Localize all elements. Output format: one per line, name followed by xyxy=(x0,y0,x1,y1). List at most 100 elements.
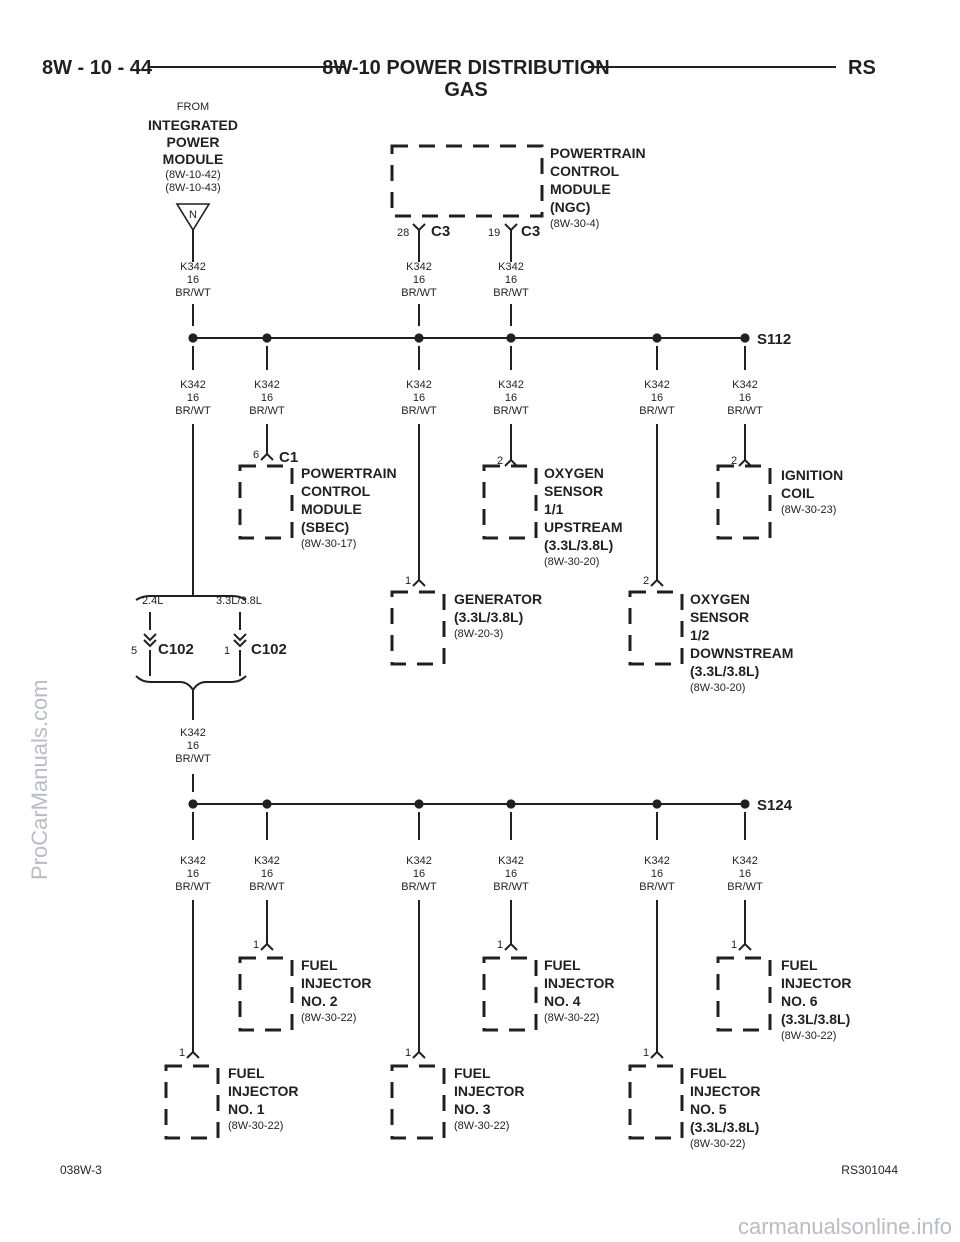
component-fuel-injector-5-label: INJECTOR xyxy=(690,1083,761,1099)
component-o2-upstream-label: 1/1 xyxy=(544,501,564,517)
wire-circuit-label: K342 xyxy=(732,379,758,391)
pin-number: 1 xyxy=(253,939,259,951)
component-o2-upstream-ref: (8W-30-20) xyxy=(544,556,599,568)
terminal-icon xyxy=(504,223,518,232)
splice-dot xyxy=(414,799,424,809)
pin-number: 6 xyxy=(253,449,259,461)
pcm-ngc-label: POWERTRAIN xyxy=(550,145,646,161)
wire-circuit-label: K342 xyxy=(406,261,432,273)
wire-circuit-label: K342 xyxy=(254,855,280,867)
connector-c102-label: C102 xyxy=(158,641,194,658)
splice-dot xyxy=(188,799,198,809)
wire-gauge-label: 16 xyxy=(187,392,199,404)
splice-dot xyxy=(740,333,750,343)
component-fuel-injector-4-label: FUEL xyxy=(544,957,581,973)
pin-number: 1 xyxy=(224,645,230,657)
splice-s124: S124 xyxy=(193,797,793,814)
pin-number: 28 xyxy=(397,227,409,239)
component-o2-downstream-label: DOWNSTREAM xyxy=(690,645,793,661)
component-fuel-injector-3-label: FUEL xyxy=(454,1065,491,1081)
terminal-icon xyxy=(738,458,752,467)
pin-number: 2 xyxy=(497,455,503,467)
component-fuel-injector-5-ref: (8W-30-22) xyxy=(690,1138,745,1150)
components-layer: POWERTRAINCONTROLMODULE(SBEC)(8W-30-17)O… xyxy=(164,464,852,1150)
component-fuel-injector-2-box xyxy=(238,956,294,1032)
wire-circuit-label: K342 xyxy=(644,379,670,391)
component-fuel-injector-2-label: NO. 2 xyxy=(301,993,338,1009)
component-pcm-sbec-ref: (8W-30-17) xyxy=(301,538,356,550)
wire-color-label: BR/WT xyxy=(249,881,285,893)
splice-dot xyxy=(506,333,516,343)
splice-dot xyxy=(414,333,424,343)
wire-color-label: BR/WT xyxy=(401,881,437,893)
wire-labels-layer: K34216BR/WTK34216BR/WTK34216BR/WTK34216B… xyxy=(175,261,763,1059)
page-header: 8W - 10 - 44 8W-10 POWER DISTRIBUTION RS… xyxy=(42,57,876,101)
wire-circuit-label: K342 xyxy=(180,855,206,867)
component-fuel-injector-6-ref: (8W-30-22) xyxy=(781,1030,836,1042)
pin-number: 19 xyxy=(488,227,500,239)
wire-color-label: BR/WT xyxy=(639,405,675,417)
component-generator-label: (3.3L/3.8L) xyxy=(454,609,523,625)
splice-s112: S112 xyxy=(193,331,791,348)
component-fuel-injector-4-label: INJECTOR xyxy=(544,975,615,991)
wire-color-label: BR/WT xyxy=(639,881,675,893)
component-ignition-coil-label: COIL xyxy=(781,485,815,501)
source-ref: (8W-10-42) xyxy=(165,169,220,181)
component-fuel-injector-6-label: NO. 6 xyxy=(781,993,818,1009)
option-bracket-top xyxy=(135,595,247,601)
component-fuel-injector-6-label: (3.3L/3.8L) xyxy=(781,1011,850,1027)
component-o2-downstream-label: OXYGEN xyxy=(690,591,750,607)
component-fuel-injector-2-label: FUEL xyxy=(301,957,338,973)
wire-gauge-label: 16 xyxy=(187,868,199,880)
terminal-icon xyxy=(412,223,426,232)
wire-gauge-label: 16 xyxy=(413,868,425,880)
component-pcm-sbec-box xyxy=(238,464,294,540)
component-fuel-injector-4-label: NO. 4 xyxy=(544,993,581,1009)
wire-gauge-label: 16 xyxy=(505,392,517,404)
pin-number: 1 xyxy=(643,1047,649,1059)
component-fuel-injector-6-label: INJECTOR xyxy=(781,975,852,991)
page-subtitle: GAS xyxy=(444,79,487,101)
pin-number: 2 xyxy=(731,455,737,467)
component-fuel-injector-5-box xyxy=(628,1064,684,1140)
wire-circuit-label: K342 xyxy=(180,379,206,391)
component-o2-upstream-label: SENSOR xyxy=(544,483,603,499)
component-fuel-injector-4-ref: (8W-30-22) xyxy=(544,1012,599,1024)
wire-gauge-label: 16 xyxy=(505,274,517,286)
component-generator-box xyxy=(390,590,446,666)
component-fuel-injector-2-ref: (8W-30-22) xyxy=(301,1012,356,1024)
component-fuel-injector-2: FUEL INJECTOR NO. 2 (8W-30-22) xyxy=(238,956,372,1032)
wire-circuit-label: K342 xyxy=(732,855,758,867)
component-o2-upstream-label: (3.3L/3.8L) xyxy=(544,537,613,553)
wire-circuit-label: K342 xyxy=(498,379,524,391)
wire-gauge-label: 16 xyxy=(413,392,425,404)
wire-circuit-label: K342 xyxy=(406,855,432,867)
side-watermark: ProCarManuals.com xyxy=(27,679,52,880)
component-pcm-ngc: POWERTRAIN CONTROL MODULE (NGC) (8W-30-4… xyxy=(390,144,646,240)
terminal-icon xyxy=(650,578,664,587)
component-o2-downstream-label: 1/2 xyxy=(690,627,710,643)
splice-dot xyxy=(652,333,662,343)
page-ref: 8W - 10 - 44 xyxy=(42,57,153,79)
component-fuel-injector-2-label: INJECTOR xyxy=(301,975,372,991)
component-fuel-injector-1-box xyxy=(164,1064,220,1140)
terminal-icon xyxy=(186,1050,200,1059)
component-o2-upstream-label: UPSTREAM xyxy=(544,519,623,535)
connector-c102-icon xyxy=(143,633,157,648)
wire-gauge-label: 16 xyxy=(651,868,663,880)
component-o2-upstream: OXYGENSENSOR1/1UPSTREAM(3.3L/3.8L)(8W-30… xyxy=(482,464,623,568)
wire-gauge-label: 16 xyxy=(739,392,751,404)
component-generator-label: GENERATOR xyxy=(454,591,542,607)
pcm-ngc-box xyxy=(390,144,544,218)
wire-circuit-label: K342 xyxy=(644,855,670,867)
engine-option-label: 2.4L xyxy=(142,595,163,607)
component-generator: GENERATOR(3.3L/3.8L)(8W-20-3) xyxy=(390,590,542,666)
option-bracket-bottom xyxy=(135,675,247,692)
pin-number: 2 xyxy=(643,575,649,587)
pcm-ngc-label: MODULE xyxy=(550,181,611,197)
